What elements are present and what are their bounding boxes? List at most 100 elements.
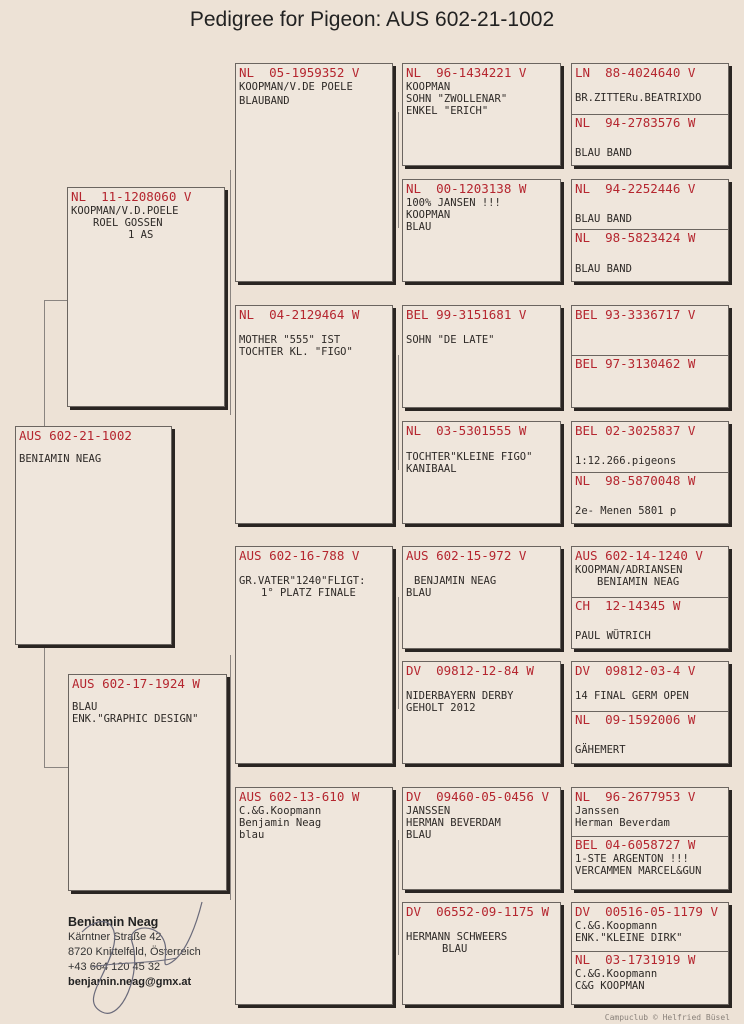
card-line: KOOPMAN <box>406 81 451 93</box>
card-line: GEHOLT 2012 <box>406 702 476 714</box>
card-line: GR.VATER"1240"FLIGT: <box>239 575 366 587</box>
card-line: BENIAMIN NEAG <box>19 453 102 465</box>
connector-line <box>398 840 399 955</box>
ring-number: NL 98-5870048 W <box>575 473 696 488</box>
card-line: BLAU <box>442 943 468 955</box>
connector-line <box>398 597 399 709</box>
card-line: KOOPMAN/V.D.POELE <box>71 205 179 217</box>
gen5-card-3[interactable]: BEL 93-3336717 V BEL 97-3130462 W <box>571 305 729 408</box>
sire-card[interactable]: NL 11-1208060 V KOOPMAN/V.D.POELE ROEL G… <box>67 187 225 407</box>
ring-number: LN 88-4024640 V <box>575 65 696 80</box>
ring-number: NL 03-5301555 W <box>406 423 527 438</box>
gen5-card-2[interactable]: NL 94-2252446 V BLAU BAND NL 98-5823424 … <box>571 179 729 282</box>
ring-number: DV 00516-05-1179 V <box>575 904 718 919</box>
connector-line <box>44 300 45 426</box>
card-line: KOOPMAN/V.DE POELE <box>239 81 353 93</box>
ring-number: AUS 602-21-1002 <box>19 428 132 443</box>
copyright-note: Campuclub © Helfried Büsel <box>604 1013 730 1022</box>
ring-number: NL 09-1592006 W <box>575 712 696 727</box>
card-line: HERMAN BEVERDAM <box>406 817 501 829</box>
gen4-card-sdd[interactable]: NL 03-5301555 W TOCHTER"KLEINE FIGO" KAN… <box>402 421 561 524</box>
card-line: Janssen <box>575 805 620 817</box>
card-line: JANSSEN <box>406 805 451 817</box>
page-title: Pedigree for Pigeon: AUS 602-21-1002 <box>189 8 555 31</box>
gen5-card-8[interactable]: DV 00516-05-1179 V C.&G.Koopmann ENK."KL… <box>571 902 729 1005</box>
card-line: C.&G.Koopmann <box>239 805 322 817</box>
gen5-card-4[interactable]: BEL 02-3025837 V 1:12.266.pigeons NL 98-… <box>571 421 729 524</box>
ring-number: DV 09812-03-4 V <box>575 663 696 678</box>
card-divider <box>572 597 728 598</box>
card-divider <box>572 711 728 712</box>
dam-dam-card[interactable]: AUS 602-13-610 W C.&G.Koopmann Benjamin … <box>235 787 393 1005</box>
connector-line <box>44 767 68 768</box>
card-line: 1° PLATZ FINALE <box>261 587 356 599</box>
ring-number: NL 11-1208060 V <box>71 189 192 204</box>
card-line: SOHN "DE LATE" <box>406 334 495 346</box>
ring-number: NL 04-2129464 W <box>239 307 360 322</box>
card-line: BLAU <box>406 221 432 233</box>
card-line: GÄHEMERT <box>575 744 626 756</box>
gen5-card-7[interactable]: NL 96-2677953 V Janssen Herman Beverdam … <box>571 787 729 890</box>
subject-pigeon-card[interactable]: AUS 602-21-1002 BENIAMIN NEAG <box>15 426 172 645</box>
gen4-card-ssd[interactable]: NL 00-1203138 W 100% JANSEN !!! KOOPMAN … <box>402 179 561 282</box>
card-line: BENIAMIN NEAG <box>597 576 680 588</box>
gen4-card-sss[interactable]: NL 96-1434221 V KOOPMAN SOHN "ZWOLLENAR"… <box>402 63 561 166</box>
connector-line <box>398 355 399 470</box>
gen4-card-sds[interactable]: BEL 99-3151681 V SOHN "DE LATE" <box>402 305 561 408</box>
ring-number: NL 96-1434221 V <box>406 65 527 80</box>
ring-number: AUS 602-15-972 V <box>406 548 527 563</box>
ring-number: BEL 93-3336717 V <box>575 307 696 322</box>
card-line: 14 FINAL GERM OPEN <box>575 690 689 702</box>
card-line: TOCHTER"KLEINE FIGO" <box>406 451 533 463</box>
ring-number: DV 06552-09-1175 W <box>406 904 549 919</box>
ring-number: NL 00-1203138 W <box>406 181 527 196</box>
connector-line <box>230 170 231 415</box>
ring-number: AUS 602-13-610 W <box>239 789 360 804</box>
card-line: BLAUBAND <box>239 95 290 107</box>
connector-line <box>44 645 45 767</box>
card-line: BR.ZITTERu.BEATRIXDO <box>575 92 702 104</box>
breeder-phone: +43 664 120 45 32 <box>68 961 161 973</box>
card-line: ENKEL "ERICH" <box>406 105 489 117</box>
ring-number: AUS 602-16-788 V <box>239 548 360 563</box>
card-line: 1 AS <box>128 229 154 241</box>
gen5-card-5[interactable]: AUS 602-14-1240 V KOOPMAN/ADRIANSEN BENI… <box>571 546 729 649</box>
ring-number: NL 98-5823424 W <box>575 230 696 245</box>
gen4-card-ddd[interactable]: DV 06552-09-1175 W HERMANN SCHWEERS BLAU <box>402 902 561 1005</box>
ring-number: NL 96-2677953 V <box>575 789 696 804</box>
gen5-card-1[interactable]: LN 88-4024640 V BR.ZITTERu.BEATRIXDO NL … <box>571 63 729 166</box>
card-line: 1:12.266.pigeons <box>575 455 677 467</box>
card-line: HERMANN SCHWEERS <box>406 931 508 943</box>
card-line: KOOPMAN <box>406 209 451 221</box>
card-line: C.&G.Koopmann <box>575 968 658 980</box>
gen4-card-dss[interactable]: AUS 602-15-972 V BENJAMIN NEAG BLAU <box>402 546 561 649</box>
card-line: Herman Beverdam <box>575 817 670 829</box>
card-line: BLAU <box>406 829 432 841</box>
card-line: ENK."KLEINE DIRK" <box>575 932 683 944</box>
card-line: PAUL WÜTRICH <box>575 630 651 642</box>
card-line: 100% JANSEN !!! <box>406 197 501 209</box>
gen5-card-6[interactable]: DV 09812-03-4 V 14 FINAL GERM OPEN NL 09… <box>571 661 729 764</box>
card-line: KOOPMAN/ADRIANSEN <box>575 564 683 576</box>
gen4-card-dds[interactable]: DV 09460-05-0456 V JANSSEN HERMAN BEVERD… <box>402 787 561 890</box>
breeder-email[interactable]: benjamin.neag@gmx.at <box>68 976 192 988</box>
ring-number: AUS 602-14-1240 V <box>575 548 703 563</box>
card-line: MOTHER "555" IST <box>239 334 341 346</box>
card-line: Benjamin Neag <box>239 817 322 829</box>
card-line: blau <box>239 829 265 841</box>
sire-dam-card[interactable]: NL 04-2129464 W MOTHER "555" IST TOCHTER… <box>235 305 393 524</box>
card-line: SOHN "ZWOLLENAR" <box>406 93 508 105</box>
ring-number: NL 94-2252446 V <box>575 181 696 196</box>
gen4-card-dsd[interactable]: DV 09812-12-84 W NIDERBAYERN DERBY GEHOL… <box>402 661 561 764</box>
ring-number: NL 05-1959352 V <box>239 65 360 80</box>
card-line: BLAU BAND <box>575 147 632 159</box>
dam-card[interactable]: AUS 602-17-1924 W BLAU ENK."GRAPHIC DESI… <box>68 674 227 891</box>
sire-sire-card[interactable]: NL 05-1959352 V KOOPMAN/V.DE POELE BLAUB… <box>235 63 393 282</box>
ring-number: BEL 97-3130462 W <box>575 356 696 371</box>
dam-sire-card[interactable]: AUS 602-16-788 V GR.VATER"1240"FLIGT: 1°… <box>235 546 393 764</box>
ring-number: NL 03-1731919 W <box>575 952 696 967</box>
card-line: ROEL GOSSEN <box>93 217 163 229</box>
ring-number: BEL 02-3025837 V <box>575 423 696 438</box>
card-line: ENK."GRAPHIC DESIGN" <box>72 713 199 725</box>
connector-line <box>44 300 68 301</box>
